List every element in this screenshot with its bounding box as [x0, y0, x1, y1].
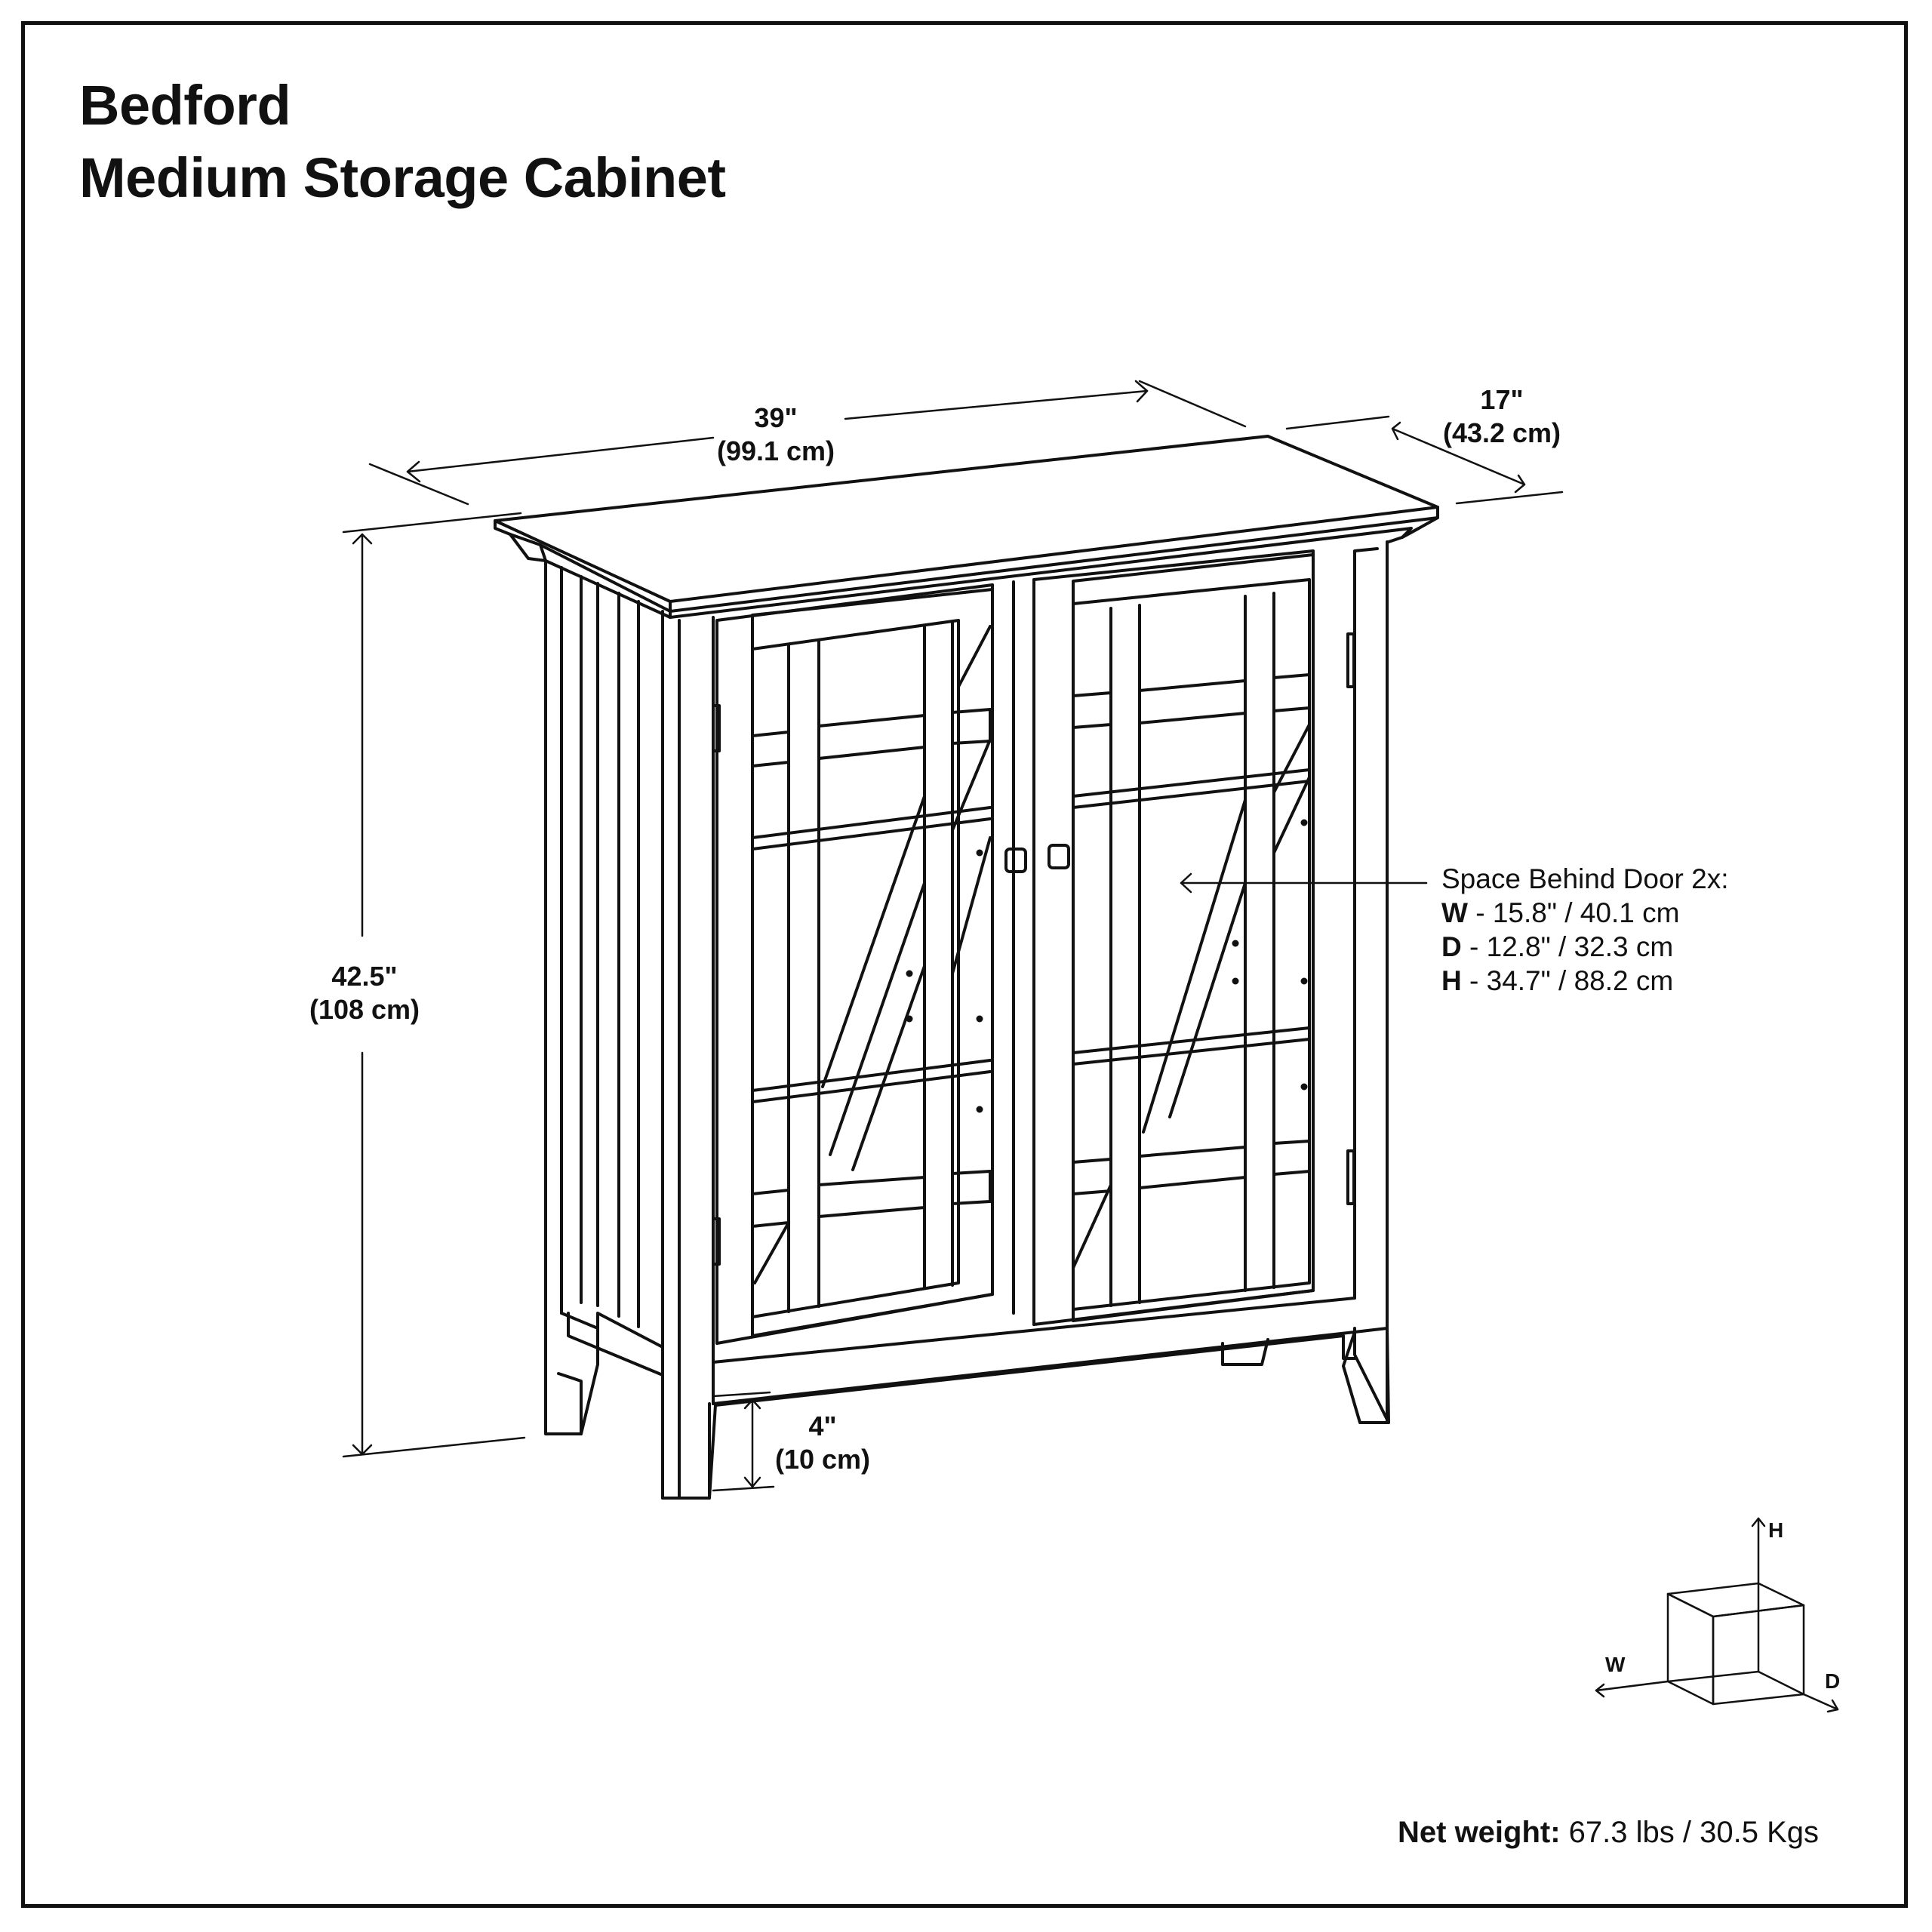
door-center-stile — [991, 578, 1035, 1326]
axis-label-w: W — [1605, 1653, 1626, 1676]
right-door — [1032, 549, 1355, 1326]
net-weight: Net weight: 67.3 lbs / 30.5 Kgs — [1398, 1816, 1819, 1850]
leg-clearance-label: 4" (10 cm) — [775, 1410, 870, 1476]
cabinet-top — [494, 435, 1439, 619]
space-value-w: - 15.8" / 40.1 cm — [1467, 897, 1680, 928]
space-key-w: W — [1441, 897, 1468, 928]
net-weight-value: 67.3 lbs / 30.5 Kgs — [1560, 1816, 1819, 1849]
net-weight-label: Net weight: — [1398, 1816, 1561, 1849]
dimension-lines — [342, 380, 1564, 1492]
space-row-h: H - 34.7" / 88.2 cm — [1441, 964, 1729, 998]
space-row-w: W - 15.8" / 40.1 cm — [1441, 896, 1729, 930]
depth-imperial: 17" — [1480, 384, 1524, 415]
axis-cube-icon — [1595, 1517, 1839, 1713]
space-row-d: D - 12.8" / 32.3 cm — [1441, 930, 1729, 964]
leg-metric: (10 cm) — [774, 1444, 871, 1475]
depth-metric: (43.2 cm) — [1442, 417, 1561, 448]
door-knobs — [1004, 844, 1070, 873]
space-heading: Space Behind Door 2x: — [1441, 863, 1729, 894]
space-key-h: H — [1441, 965, 1462, 996]
space-key-d: D — [1441, 931, 1462, 962]
axis-label-d: D — [1825, 1669, 1841, 1693]
height-dimension-label: 42.5" (108 cm) — [309, 960, 420, 1026]
height-metric: (108 cm) — [309, 994, 420, 1025]
width-imperial: 39" — [754, 402, 798, 433]
space-value-h: - 34.7" / 88.2 cm — [1461, 965, 1674, 996]
left-knob-icon — [1004, 848, 1027, 873]
width-dimension-label: 39" (99.1 cm) — [717, 401, 835, 468]
leg-imperial: 4" — [808, 1411, 837, 1441]
right-knob-icon — [1048, 844, 1070, 869]
space-behind-door-info: Space Behind Door 2x: W - 15.8" / 40.1 c… — [1441, 862, 1729, 998]
space-value-d: - 12.8" / 32.3 cm — [1461, 931, 1674, 962]
width-metric: (99.1 cm) — [716, 435, 835, 466]
left-door — [712, 583, 994, 1345]
axis-label-h: H — [1768, 1518, 1784, 1542]
diagram-frame — [21, 21, 1908, 1908]
product-title: Bedford Medium Storage Cabinet — [79, 69, 726, 214]
height-imperial: 42.5" — [331, 961, 398, 992]
depth-dimension-label: 17" (43.2 cm) — [1443, 383, 1561, 450]
title-line-2: Medium Storage Cabinet — [79, 146, 726, 209]
cabinet-side-panel — [544, 559, 664, 1435]
title-line-1: Bedford — [79, 74, 291, 137]
